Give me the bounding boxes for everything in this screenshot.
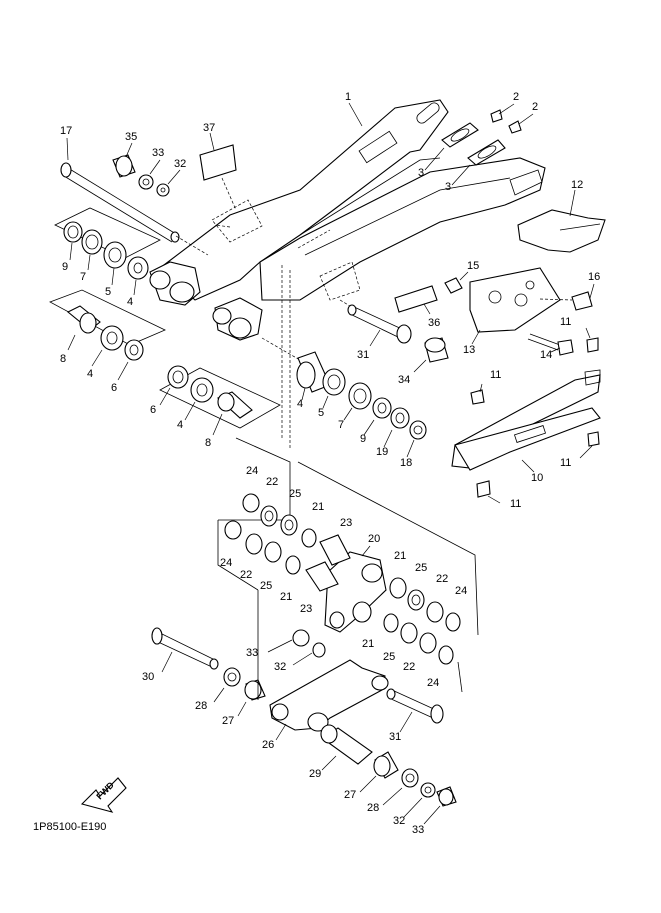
callout-6: 6 [111, 382, 117, 394]
left-bearing-stack [54, 207, 161, 296]
callout-22: 22 [436, 573, 448, 585]
callout-5: 5 [105, 286, 111, 298]
bolt-31-upper [339, 299, 449, 373]
callout-26: 26 [262, 739, 274, 751]
callout-24: 24 [220, 557, 232, 569]
callout-4: 4 [297, 398, 303, 410]
swingarm-drawing [149, 99, 546, 341]
callout-31: 31 [357, 349, 369, 361]
callout-32: 32 [274, 661, 286, 673]
callout-21: 21 [362, 638, 374, 650]
callout-4: 4 [127, 296, 133, 308]
callout-11: 11 [560, 316, 571, 328]
callout-23: 23 [340, 517, 352, 529]
callout-12: 12 [571, 179, 583, 191]
callout-33: 33 [152, 147, 164, 159]
right-bearing-stack [261, 337, 427, 458]
callout-32: 32 [174, 158, 186, 170]
callout-4: 4 [87, 368, 93, 380]
callout-21: 21 [280, 591, 292, 603]
left-lower-stack [49, 289, 166, 381]
callout-6: 6 [150, 404, 156, 416]
label-patch-37 [199, 132, 237, 211]
label-patch-36 [394, 285, 438, 315]
callout-11: 11 [510, 498, 521, 510]
callout-1: 1 [345, 91, 351, 103]
callout-22: 22 [266, 476, 278, 488]
callout-25: 25 [415, 562, 427, 574]
adjuster-plates [424, 103, 534, 186]
callout-7: 7 [80, 271, 86, 283]
callout-21: 21 [312, 501, 324, 513]
callout-9: 9 [62, 261, 68, 273]
callout-28: 28 [367, 802, 379, 814]
connecting-rod-group [151, 590, 463, 825]
callout-22: 22 [403, 661, 415, 673]
callout-28: 28 [195, 700, 207, 712]
callout-3: 3 [445, 181, 451, 193]
callout-25: 25 [260, 580, 272, 592]
callout-33: 33 [246, 647, 258, 659]
diagram-code: 1P85100-E190 [33, 821, 106, 833]
callout-27: 27 [344, 789, 356, 801]
callout-10: 10 [531, 472, 543, 484]
callout-18: 18 [400, 457, 412, 469]
chain-slider [451, 327, 601, 504]
callout-2: 2 [532, 101, 538, 113]
chain-guide [444, 189, 606, 356]
callout-8: 8 [60, 353, 66, 365]
middle-lower-stack [159, 365, 281, 436]
callout-labels: 1 2 2 3 3 17 35 33 32 37 12 9 7 5 4 15 1… [60, 91, 600, 836]
callout-21: 21 [394, 550, 406, 562]
callout-30: 30 [142, 671, 154, 683]
callout-36: 36 [428, 317, 440, 329]
callout-11: 11 [490, 369, 501, 381]
callout-32: 32 [393, 815, 405, 827]
callout-34: 34 [398, 374, 410, 386]
callout-3: 3 [418, 167, 424, 179]
callout-2: 2 [513, 91, 519, 103]
callout-14: 14 [540, 349, 552, 361]
callout-4: 4 [177, 419, 183, 431]
callout-8: 8 [205, 437, 211, 449]
callout-37: 37 [203, 122, 215, 134]
callout-9: 9 [360, 433, 366, 445]
forward-arrow-icon: FWD [80, 777, 127, 813]
callout-24: 24 [427, 677, 439, 689]
callout-27: 27 [222, 715, 234, 727]
swingarm-leaders [214, 102, 363, 450]
callout-19: 19 [376, 446, 388, 458]
callout-20: 20 [368, 533, 380, 545]
pivot-shaft [60, 137, 209, 256]
callout-22: 22 [240, 569, 252, 581]
callout-23: 23 [300, 603, 312, 615]
callout-5: 5 [318, 407, 324, 419]
callout-31: 31 [389, 731, 401, 743]
callout-29: 29 [309, 768, 321, 780]
callout-15: 15 [467, 260, 479, 272]
callout-35: 35 [125, 131, 137, 143]
callout-13: 13 [463, 344, 475, 356]
callout-24: 24 [455, 585, 467, 597]
callout-16: 16 [588, 271, 600, 283]
callout-25: 25 [383, 651, 395, 663]
callout-11: 11 [560, 457, 571, 469]
callout-25: 25 [289, 488, 301, 500]
relay-arm-group [217, 437, 479, 665]
callout-17: 17 [60, 125, 72, 137]
callout-7: 7 [338, 419, 344, 431]
callout-24: 24 [246, 465, 258, 477]
callout-33: 33 [412, 824, 424, 836]
